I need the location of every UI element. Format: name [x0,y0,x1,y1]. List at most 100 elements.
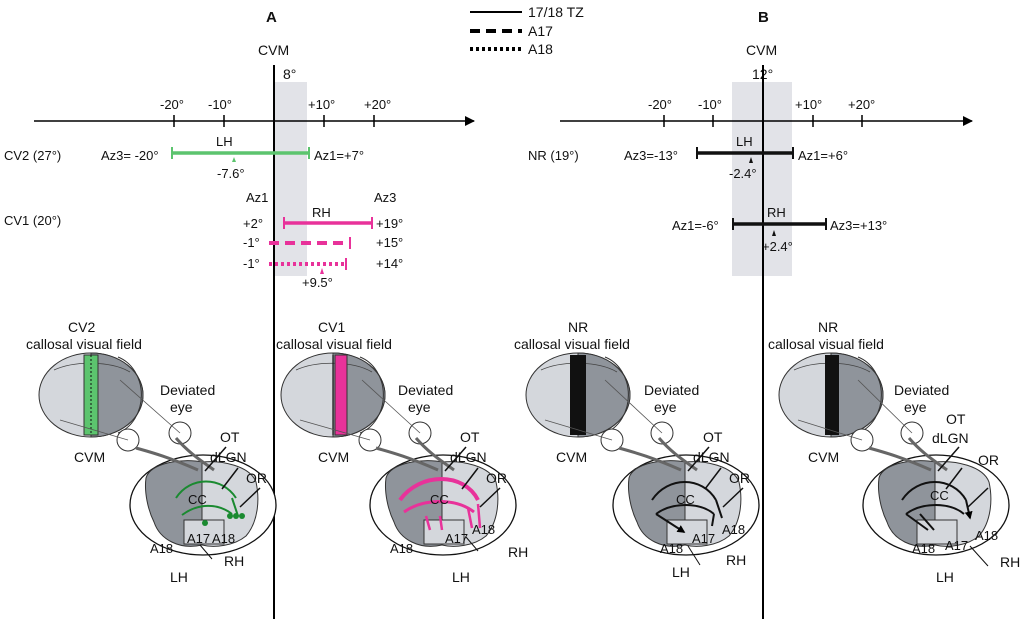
legend-dashed-label: A17 [528,23,553,39]
cv1-hemi-label: RH [312,205,331,220]
cv1-center-label: +9.5° [302,275,333,290]
ot-label: OT [460,429,480,445]
callosal-projection [655,504,715,515]
brain-diagram-cv2: CV2 callosal visual field Deviated eye C… [26,319,277,585]
rh-row-left-label: Az1=-6° [672,218,719,233]
visual-field-globe [38,352,144,438]
cv2-right-label: Az1=+7° [314,148,364,163]
dlgn-label: dLGN [450,449,487,465]
deviated-eye-label-1: Deviated [894,382,949,398]
callosal-projection [905,513,935,531]
visual-field-globe [778,352,884,438]
rh-row-right-label: Az3=+13° [830,218,887,233]
panel-b-cvm-label: CVM [746,42,777,58]
cv1-az1-label: Az1 [246,190,268,205]
dlgn-label: dLGN [693,449,730,465]
callosal-projection [175,480,237,499]
callosal-strip [570,355,586,435]
panel-a-letter: A [266,9,277,26]
rh-row-center-marker [772,230,776,236]
dlgn-label: dLGN [210,449,247,465]
lh-label: LH [170,569,188,585]
or-pointer [479,487,501,508]
deviated-eye-label-1: Deviated [160,382,215,398]
deviated-eye-label-1: Deviated [398,382,453,398]
panel-a-cvm-label: CVM [258,42,289,58]
lh-label: LH [672,564,690,580]
or-label: OR [486,470,507,486]
a18-label: A18 [390,541,413,556]
cv2-left-label: Az3= -20° [101,148,159,163]
rh-label: RH [508,544,528,560]
callosal-projection [231,497,239,517]
ot-pointer [687,446,710,472]
lh-label: LH [452,569,470,585]
dlgn-label: dLGN [932,430,969,446]
ot-pointer [937,446,960,472]
ot-label: OT [703,429,723,445]
cv2-row-label: CV2 (27°) [4,148,61,163]
or-label: OR [246,470,267,486]
cv1-dotted-right: +14° [376,256,403,271]
or-pointer [967,487,989,508]
rh-label: RH [1000,554,1020,570]
callosal-projection [651,481,717,501]
callosal-projection [905,504,965,515]
cvm-brain-label: CVM [808,449,839,465]
rh-label: RH [224,553,244,569]
nr-left-label: Az3=-13° [624,148,678,163]
dlgn-pointer [945,467,963,490]
rh-label: RH [726,552,746,568]
cv1-dotted-left: -1° [243,256,260,271]
brain-title-line1: CV2 [68,319,95,335]
legend-solid-label: 17/18 TZ [528,4,584,20]
nr-center-marker [749,157,753,163]
brain-title-line2: callosal visual field [768,336,884,352]
panel-b-tick-label: -20° [648,97,672,112]
ot-pointer [204,446,227,472]
deviated-eye-label-2: eye [408,399,431,415]
brain-diagram-cv1: CV1 callosal visual field Deviated eye C… [276,319,528,585]
ot-label: OT [220,429,240,445]
callosal-projection [711,499,723,527]
cc-label: CC [188,492,207,507]
cv1-center-marker [320,268,324,274]
a17-label: A17 [445,531,468,546]
cv1-az3-label: Az3 [374,190,396,205]
a18-label: A18 [150,541,173,556]
panel-a-tick-label: -10° [208,97,232,112]
cc-label: CC [676,492,695,507]
or-pointer [239,487,261,508]
cv2-center-label: -7.6° [217,166,245,181]
cv2-center-marker [232,157,236,162]
callosal-projection [181,504,233,516]
a18-label: A18 [975,528,998,543]
a18-label: A18 [912,541,935,556]
nr-center-label: -2.4° [729,166,757,181]
cv1-solid-left: +2° [243,216,263,231]
brain-diagram-nr-left: NR callosal visual field Deviated eye CV… [514,319,760,580]
panel-a-tick-label: -20° [160,97,184,112]
lh-label: LH [936,569,954,585]
cv2-hemi-label: LH [216,134,233,149]
a18-label: A18 [212,531,235,546]
ot-label: OT [946,411,966,427]
panel-b-letter: B [758,9,769,26]
brain-title-line1: CV1 [318,319,345,335]
a18-label: A18 [722,522,745,537]
visual-field-globe [280,352,386,438]
panel-b-tick-label: +10° [795,97,822,112]
brain-title-line1: NR [568,319,588,335]
cvm-brain-label: CVM [74,449,105,465]
cv1-row-label: CV1 (20°) [4,213,61,228]
panel-a-tick-label: +10° [308,97,335,112]
cc-label: CC [930,488,949,503]
nr-hemi-label: LH [736,134,753,149]
or-label: OR [978,452,999,468]
deviated-eye-label-2: eye [904,399,927,415]
rh-row-center-label: +2.4° [762,239,793,254]
callosal-strip [334,354,348,436]
panel-a: A CVM 8° -20° -10° +10° +20° CV2 (27°) A… [4,9,475,619]
region-pointer [969,545,989,567]
